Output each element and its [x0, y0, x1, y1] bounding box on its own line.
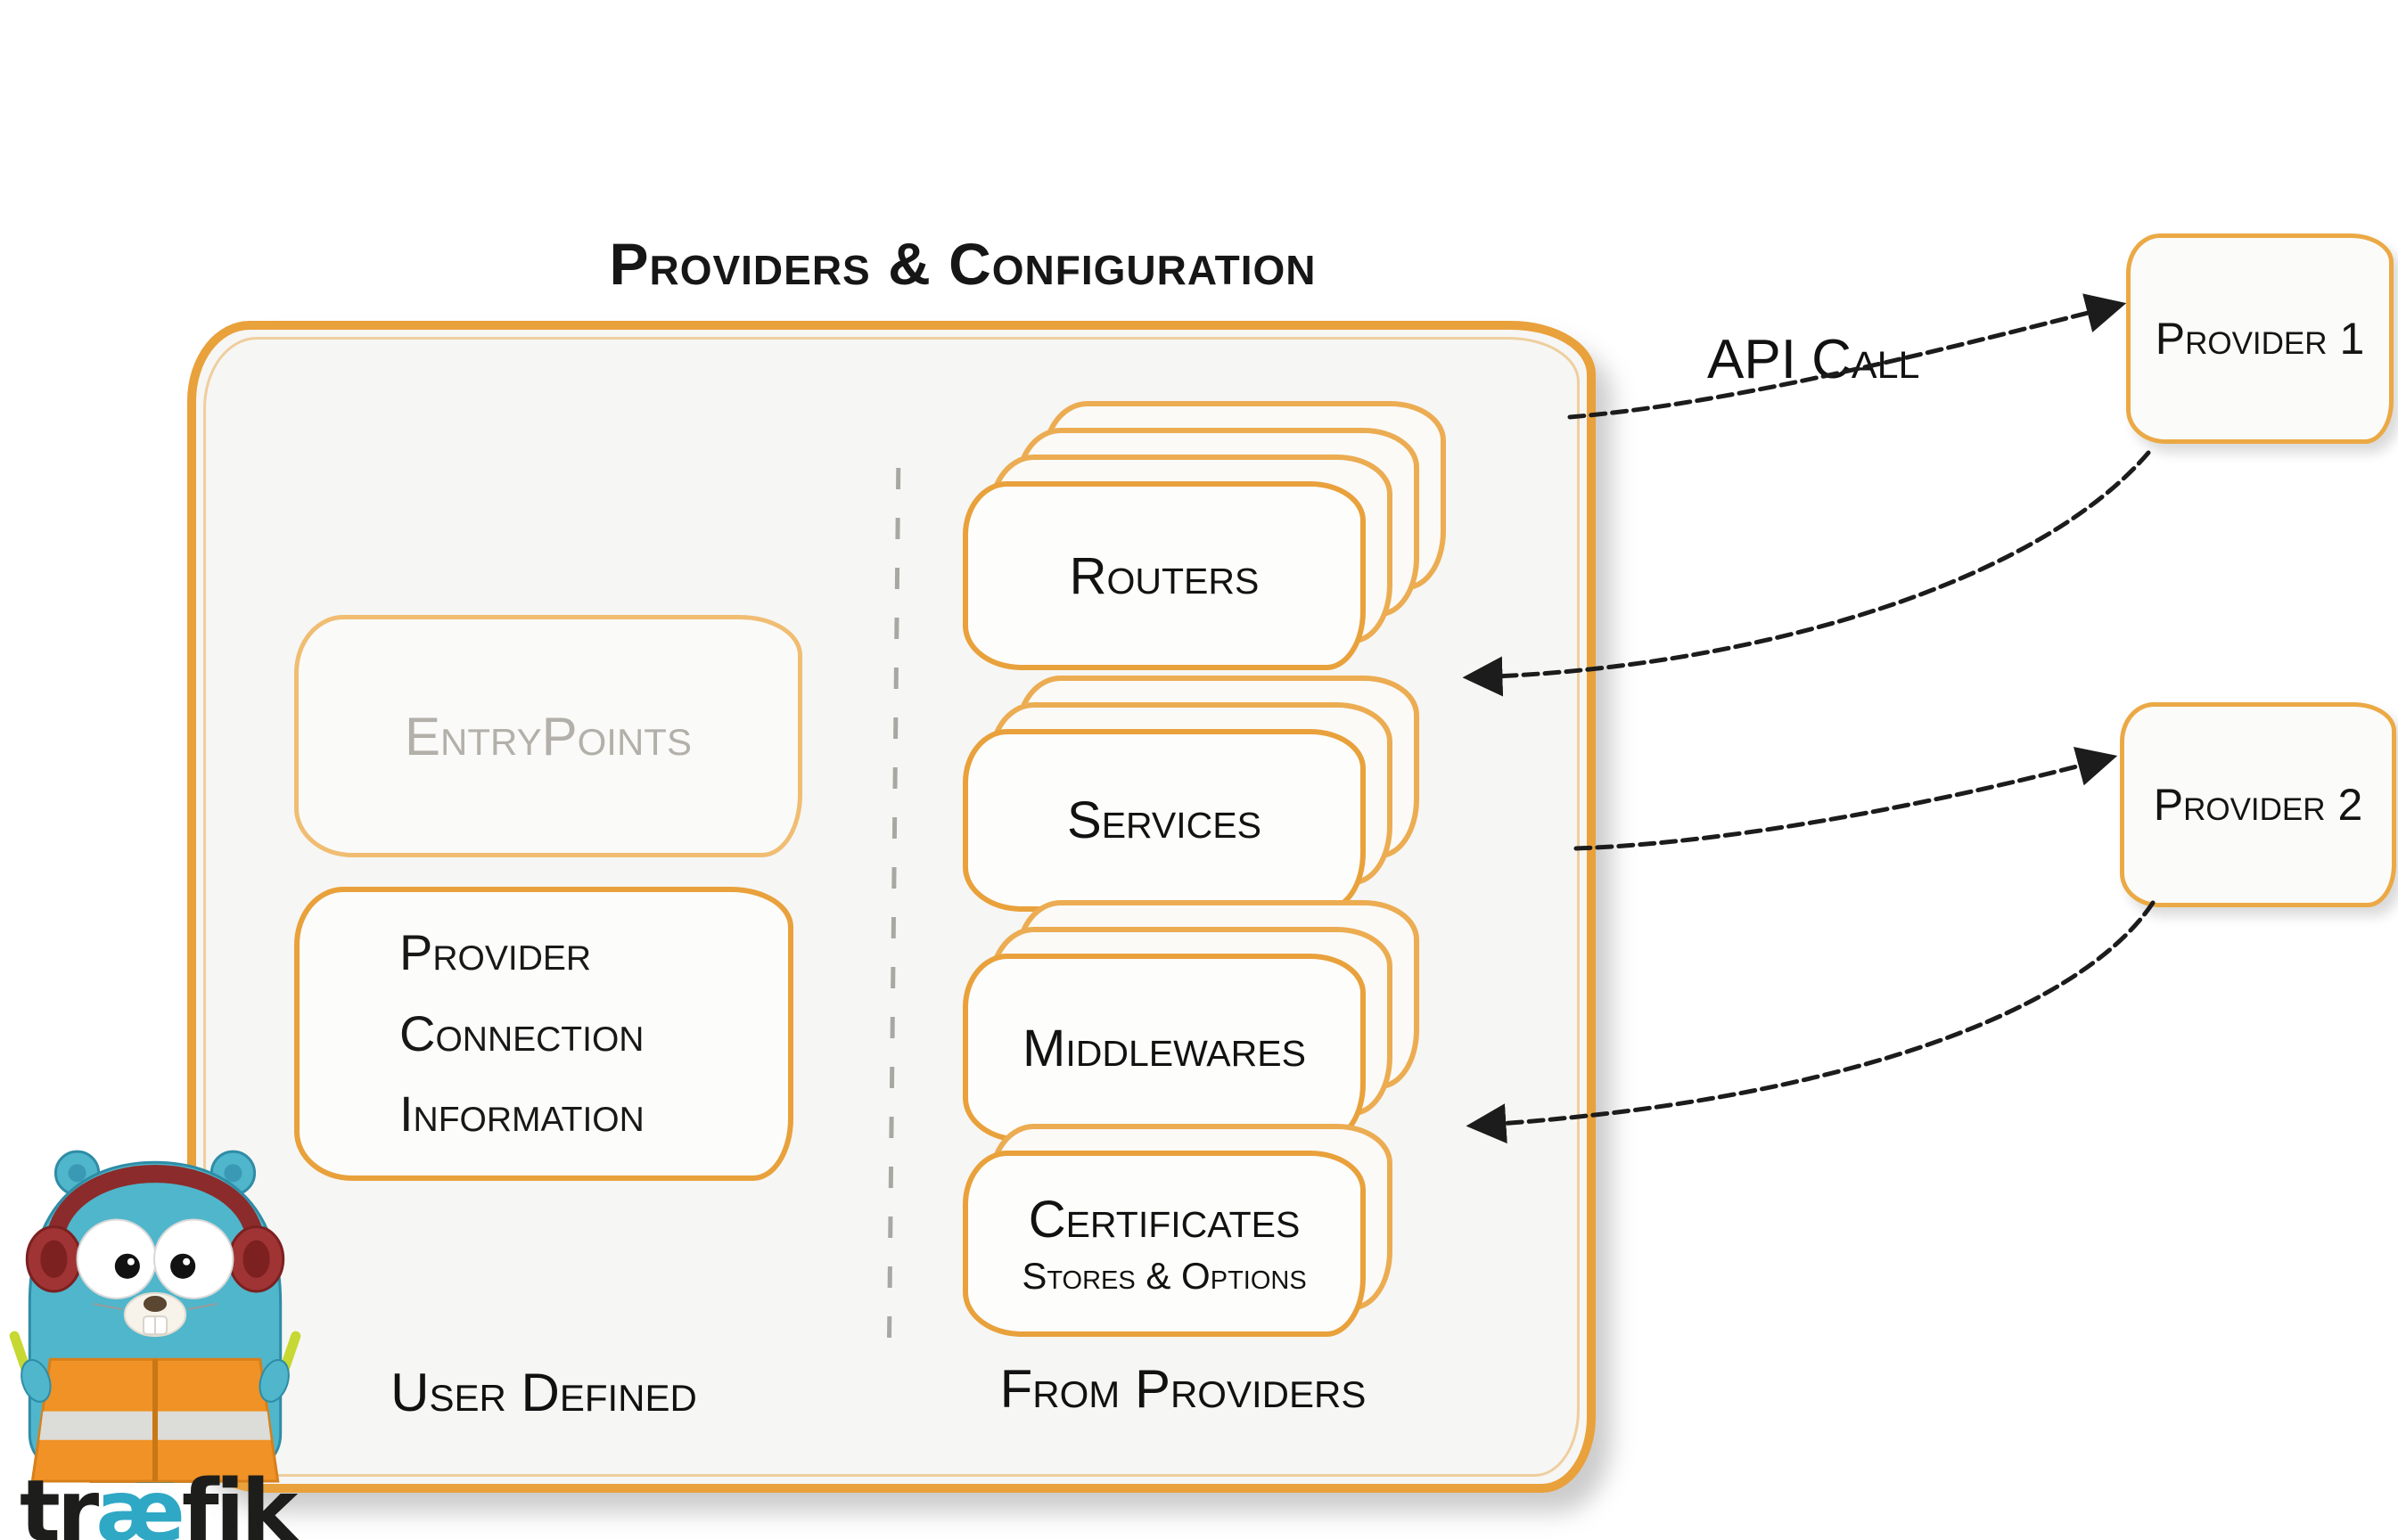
wordmark-part: tr: [20, 1462, 99, 1540]
routers-stack: Routers: [963, 401, 1446, 670]
traefik-gopher-icon: [9, 1150, 301, 1489]
provider-1-box: Provider 1: [2126, 233, 2394, 444]
middlewares-stack: Middlewares: [963, 900, 1419, 1143]
provider-2-label: Provider 2: [2153, 780, 2363, 830]
certificates-card: Certificates Stores & Options: [963, 1151, 1366, 1337]
certificates-title: Certificates: [1028, 1191, 1301, 1249]
traefik-wordmark: tr æ fik: [20, 1462, 299, 1540]
provider-2-box: Provider 2: [2120, 702, 2396, 907]
services-label: Services: [1067, 791, 1261, 849]
provider-connection-line: Connection: [399, 1004, 645, 1061]
provider-connection-line: Information: [399, 1085, 645, 1143]
services-card: Services: [963, 729, 1366, 912]
page-title: Providers & Configuration: [609, 231, 1317, 297]
entrypoints-label: EntryPoints: [405, 706, 692, 766]
middlewares-label: Middlewares: [1022, 1019, 1306, 1077]
provider-connection-info-box: Provider Connection Information: [294, 887, 793, 1181]
certificates-stack: Certificates Stores & Options: [963, 1124, 1392, 1337]
traefik-logo: [7, 1125, 310, 1540]
routers-card: Routers: [963, 481, 1366, 670]
services-stack: Services: [963, 676, 1419, 912]
entrypoints-box: EntryPoints: [294, 615, 802, 857]
section-label-from-providers: From Providers: [999, 1359, 1367, 1419]
certificates-subtitle: Stores & Options: [1022, 1255, 1307, 1297]
middlewares-card: Middlewares: [963, 954, 1366, 1143]
section-label-user-defined: User Defined: [390, 1363, 697, 1422]
routers-label: Routers: [1069, 546, 1260, 605]
provider-connection-line: Provider: [399, 923, 592, 980]
wordmark-ae: æ: [95, 1462, 185, 1540]
wordmark-part: fik: [181, 1462, 299, 1540]
arrow-config-to-provider2: [1573, 746, 2118, 851]
provider-1-label: Provider 1: [2155, 314, 2365, 364]
api-call-label: API Call: [1707, 329, 1920, 390]
